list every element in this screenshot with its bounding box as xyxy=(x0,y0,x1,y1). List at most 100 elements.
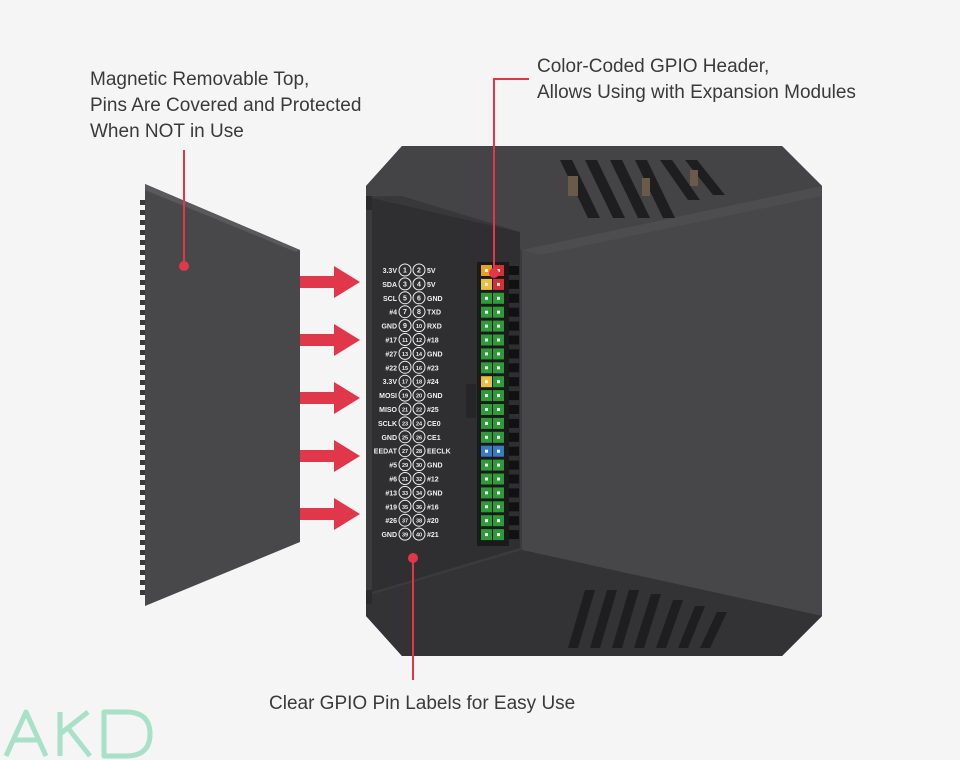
pin-number: 27 xyxy=(402,449,408,455)
pin-left-label: 3.3V xyxy=(383,268,398,275)
header-pin-hole xyxy=(497,324,500,328)
pin-number-circle xyxy=(398,291,412,305)
cover-tooth xyxy=(140,540,145,545)
cover-tooth xyxy=(140,240,145,245)
magnetic-top-cover xyxy=(140,184,300,606)
pin-number: 22 xyxy=(416,408,422,414)
cover-tooth xyxy=(140,580,145,585)
pin-right-label: GND xyxy=(427,393,443,400)
pin-number: 13 xyxy=(402,352,408,358)
header-pin-hole xyxy=(497,463,500,467)
cover-tooth xyxy=(140,230,145,235)
pin-number: 24 xyxy=(416,421,423,427)
pin-right-label: #12 xyxy=(427,477,439,484)
header-side-tooth xyxy=(509,321,519,331)
pin-number: 17 xyxy=(402,380,408,386)
pin-right-label: GND xyxy=(427,351,443,358)
pin-number: 14 xyxy=(416,352,423,358)
header-pin-hole xyxy=(497,449,500,453)
pin-right-label: GND xyxy=(427,490,443,497)
header-pin-hole xyxy=(485,505,488,509)
header-pin-hole xyxy=(485,380,488,384)
cover-edge-teeth xyxy=(140,200,145,595)
pin-number-circle xyxy=(412,402,426,416)
header-pin-hole xyxy=(485,324,488,328)
pin-number: 16 xyxy=(416,366,422,372)
pin-left-label: SCL xyxy=(383,296,398,303)
pin-number-circle xyxy=(398,527,412,541)
pin-number: 30 xyxy=(416,463,422,469)
cover-tooth xyxy=(140,460,145,465)
pin-left-label: #27 xyxy=(385,351,397,358)
header-pin-hole xyxy=(497,380,500,384)
cover-tooth xyxy=(140,380,145,385)
header-pin-hole xyxy=(485,408,488,411)
header-side-tooth xyxy=(509,377,519,387)
pin-right-label: CE0 xyxy=(427,421,441,428)
header-pin-hole xyxy=(497,477,500,481)
pin-number: 1 xyxy=(403,268,407,275)
pin-number: 6 xyxy=(417,295,421,302)
header-pin-hole xyxy=(497,366,500,370)
pin-number-circle xyxy=(398,319,412,333)
right-arrow-icon xyxy=(300,266,360,298)
pin-row: #27 13 14 GND xyxy=(385,346,443,360)
pin-number: 4 xyxy=(417,281,421,288)
header-side-tooth xyxy=(509,418,519,428)
pin-left-label: GND xyxy=(381,532,397,539)
pin-left-label: SCLK xyxy=(378,421,397,428)
pin-number-circle xyxy=(412,485,426,499)
pin-number-circle xyxy=(398,374,412,388)
pin-number-circle xyxy=(412,416,426,430)
callout-gpio-header: Color-Coded GPIO Header, Allows Using wi… xyxy=(537,56,856,103)
pin-number-circle xyxy=(412,513,426,527)
pin-number-circle xyxy=(398,346,412,360)
pin-number: 7 xyxy=(403,309,407,316)
pin-number: 5 xyxy=(403,295,407,302)
pin-number-circle xyxy=(412,305,426,319)
cover-tooth xyxy=(140,530,145,535)
pin-number: 37 xyxy=(402,519,408,525)
cover-tooth xyxy=(140,390,145,395)
pin-number: 28 xyxy=(416,449,422,455)
pin-number-circle xyxy=(398,513,412,527)
pin-right-label: CE1 xyxy=(427,435,441,442)
header-pin-hole xyxy=(497,282,500,286)
header-pin-hole xyxy=(485,282,488,286)
pin-right-label: 5V xyxy=(427,268,436,275)
pin-number-circle xyxy=(412,291,426,305)
header-side-tooth xyxy=(509,460,519,470)
bottom-vent-slots xyxy=(568,590,727,648)
pin-left-label: 3.3V xyxy=(383,379,398,386)
pin-number-circle xyxy=(412,444,426,458)
header-pin-hole xyxy=(485,352,488,356)
pin-right-label: 5V xyxy=(427,282,436,289)
header-side-tooth xyxy=(509,363,519,373)
pin-number-circle xyxy=(398,499,412,513)
pin-number: 25 xyxy=(402,435,408,441)
header-pin-hole xyxy=(485,519,488,523)
cover-tooth xyxy=(140,560,145,565)
pin-number-circle xyxy=(412,374,426,388)
pin-right-label: #23 xyxy=(427,365,439,372)
cover-tooth xyxy=(140,250,145,255)
pin-right-label: #16 xyxy=(427,504,439,511)
header-pin-hole xyxy=(497,533,500,537)
pin-left-label: EEDAT xyxy=(374,449,398,456)
pin-left-label: #19 xyxy=(385,504,397,511)
callout-magnetic-top: Magnetic Removable Top, Pins Are Covered… xyxy=(90,69,362,142)
cover-tooth xyxy=(140,570,145,575)
cover-tooth xyxy=(140,220,145,225)
